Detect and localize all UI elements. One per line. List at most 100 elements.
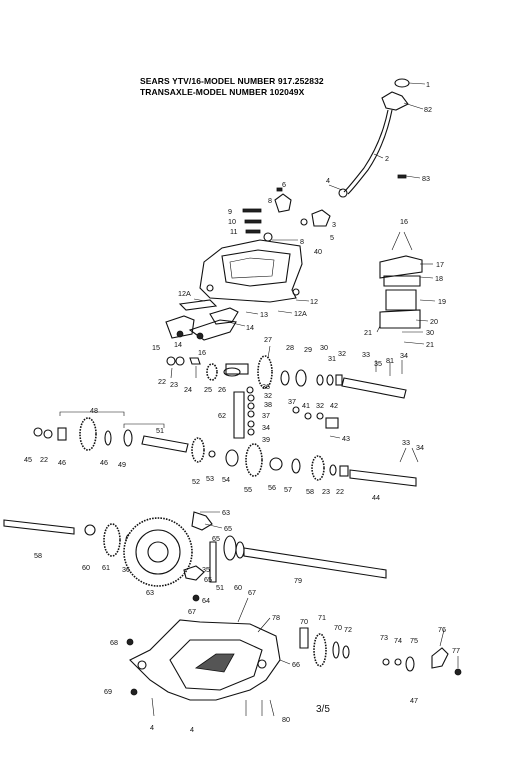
callout-30b: 30 (320, 343, 328, 352)
callout-67: 67 (248, 588, 256, 597)
callout-32: 32 (338, 349, 346, 358)
callout-58b: 58 (34, 551, 42, 560)
callout-45: 45 (24, 455, 32, 464)
callout-40: 40 (314, 247, 322, 256)
callout-56: 56 (268, 483, 276, 492)
callout-72: 72 (344, 625, 352, 634)
upper-housing (178, 239, 310, 314)
callout-49: 49 (118, 460, 126, 469)
callout-33b: 33 (402, 438, 410, 447)
callout-14b: 14 (174, 340, 182, 349)
page-number: 3/5 (316, 704, 330, 715)
callout-12: 12 (310, 297, 318, 306)
callout-37: 37 (262, 411, 270, 420)
callout-39: 39 (262, 435, 270, 444)
callout-4: 4 (326, 176, 330, 185)
callout-10: 10 (228, 217, 236, 226)
callout-66: 66 (292, 660, 300, 669)
callout-74: 74 (394, 636, 402, 645)
callout-33: 33 (362, 350, 370, 359)
callout-8b: 8 (300, 237, 304, 246)
callout-34c: 34 (416, 443, 424, 452)
callout-42: 42 (330, 401, 338, 410)
callout-76: 76 (438, 625, 446, 634)
callout-80: 80 (282, 715, 290, 724)
callout-71: 71 (318, 613, 326, 622)
callout-31: 31 (328, 354, 336, 363)
callout-38: 38 (264, 400, 272, 409)
callout-20: 20 (430, 317, 438, 326)
callout-30: 30 (426, 328, 434, 337)
callout-78: 78 (272, 613, 280, 622)
callout-4b: 4 (150, 723, 154, 732)
callout-11: 11 (230, 227, 237, 236)
callout-22c: 22 (336, 487, 344, 496)
callout-26: 26 (218, 385, 226, 394)
callout-19: 19 (438, 297, 446, 306)
transaxle-number-title: TRANSAXLE-MODEL NUMBER 102049X (140, 87, 305, 97)
top-hardware (242, 187, 331, 242)
axle-end-parts (299, 627, 462, 676)
callout-27: 27 (264, 335, 272, 344)
callout-63: 63 (222, 508, 230, 517)
callout-16b: 16 (198, 348, 206, 357)
callout-46: 46 (58, 458, 66, 467)
output-shaft-row (3, 511, 387, 602)
callout-51b: 51 (216, 583, 224, 592)
callout-65b: 65 (212, 534, 220, 543)
callout-35b: 35 (202, 565, 210, 574)
callout-48: 48 (90, 406, 98, 415)
callout-34: 34 (400, 351, 408, 360)
callout-9: 9 (228, 207, 232, 216)
callout-37b: 37 (288, 397, 296, 406)
callout-22b: 22 (40, 455, 48, 464)
callout-25: 25 (204, 385, 212, 394)
callout-82: 82 (424, 105, 432, 114)
callout-54: 54 (222, 475, 230, 484)
shift-fork-bracket (376, 231, 436, 345)
callout-41: 41 (302, 401, 310, 410)
brake-bracket-group (165, 307, 259, 341)
callout-64: 64 (202, 596, 210, 605)
callout-61: 61 (102, 563, 110, 572)
callout-17: 17 (436, 260, 444, 269)
callout-6: 6 (282, 180, 286, 189)
callout-60b: 60 (234, 583, 242, 592)
callout-83: 83 (422, 174, 430, 183)
callout-21: 21 (426, 340, 434, 349)
callout-23b: 23 (322, 487, 330, 496)
callout-labels: 1 82 2 83 4 6 8 9 10 11 3 5 8 40 16 17 1… (24, 80, 460, 734)
callout-43: 43 (342, 434, 350, 443)
callout-47: 47 (410, 696, 418, 705)
callout-73: 73 (380, 633, 388, 642)
callout-5: 5 (330, 233, 334, 242)
callout-75: 75 (410, 636, 418, 645)
callout-21b: 21 (364, 328, 372, 337)
lower-housing (126, 597, 291, 717)
callout-24: 24 (184, 385, 192, 394)
callout-13: 13 (260, 310, 268, 319)
callout-28: 28 (286, 343, 294, 352)
callout-3: 3 (332, 220, 336, 229)
callout-14: 14 (246, 323, 254, 332)
model-number-title: SEARS YTV/16-MODEL NUMBER 917.252832 (140, 76, 324, 86)
callout-63b: 63 (146, 588, 154, 597)
callout-22: 22 (158, 377, 166, 386)
callout-67b: 67 (188, 607, 196, 616)
callout-53: 53 (206, 474, 214, 483)
callout-32b: 32 (264, 391, 272, 400)
callout-55: 55 (244, 485, 252, 494)
middle-gear-row (33, 411, 419, 487)
callout-2: 2 (385, 154, 389, 163)
callout-81: 81 (386, 356, 394, 365)
callout-36: 36 (262, 382, 270, 391)
callout-44: 44 (372, 493, 380, 502)
callout-62: 62 (218, 411, 226, 420)
callout-70b: 70 (334, 623, 342, 632)
callout-34b: 34 (262, 423, 270, 432)
callout-1: 1 (426, 80, 430, 89)
shift-rail-group (233, 386, 341, 439)
callout-15: 15 (152, 343, 160, 352)
callout-60: 60 (82, 563, 90, 572)
